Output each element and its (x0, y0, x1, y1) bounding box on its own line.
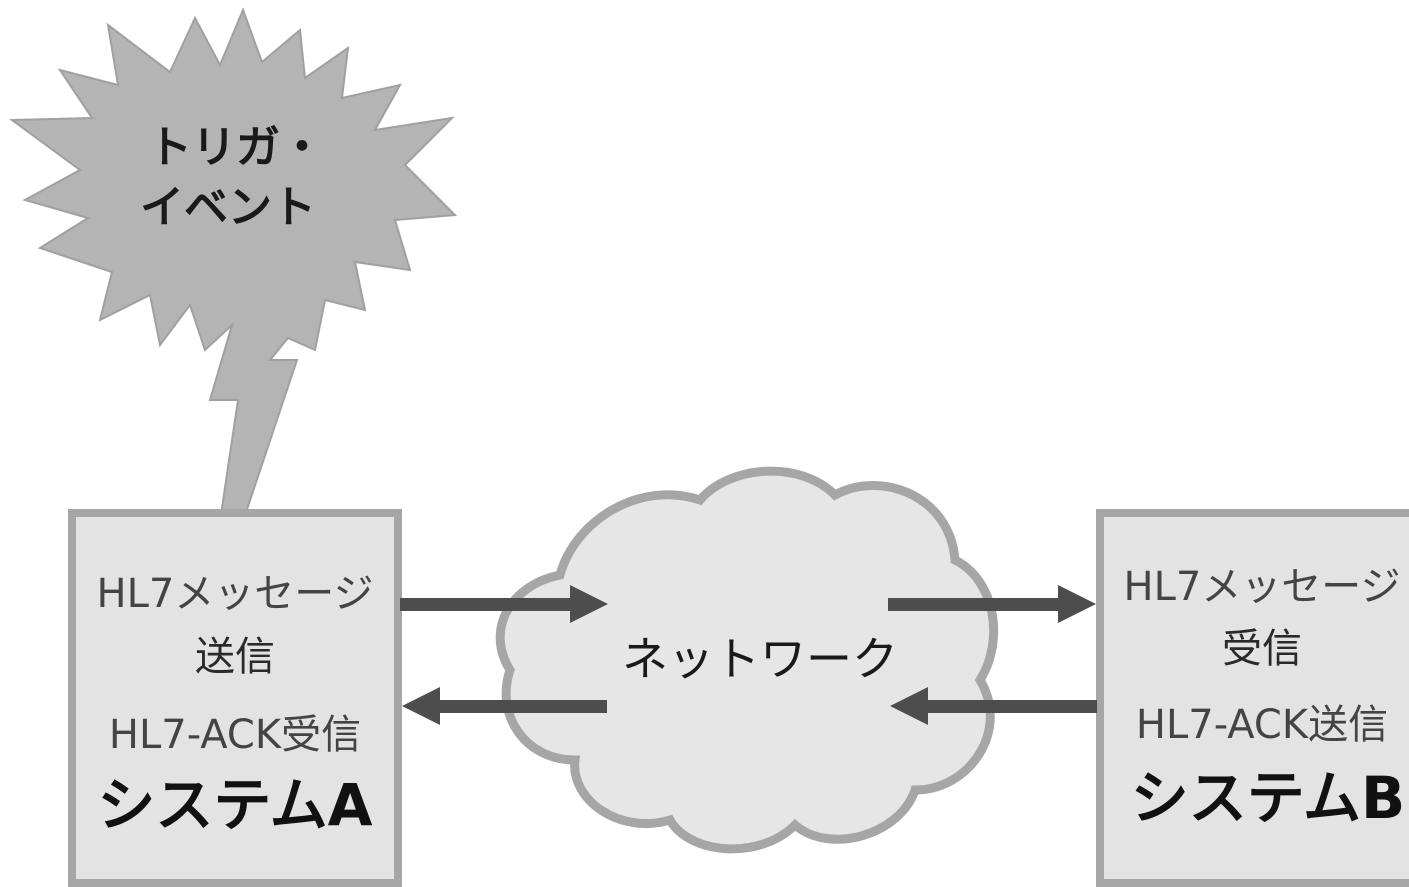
system-b-receive-line1: HL7メッセージ (1123, 564, 1400, 610)
cloud-shape (495, 466, 999, 854)
system-a-ack-label: HL7-ACK受信 (109, 712, 361, 758)
arrow-a-to-network (400, 585, 608, 623)
network-cloud: ネットワーク (495, 466, 999, 854)
trigger-label-line1: トリガ・ (148, 122, 324, 173)
system-b-name: システムB (1131, 764, 1405, 832)
system-b-box: HL7メッセージ 受信 HL7-ACK送信 システムB (1096, 509, 1409, 887)
burst-shape (9, 7, 458, 562)
arrows (400, 585, 1097, 725)
trigger-event-burst: トリガ・ イベント (9, 7, 458, 562)
system-b-receive-line2: 受信 (1222, 626, 1302, 672)
trigger-label-line2: イベント (140, 182, 316, 233)
system-a-name: システムA (97, 771, 372, 839)
network-label: ネットワーク (622, 632, 898, 686)
system-b-ack-label: HL7-ACK送信 (1136, 702, 1388, 748)
system-a-box: HL7メッセージ 送信 HL7-ACK受信 システムA (68, 509, 402, 887)
system-a-send-line2: 送信 (195, 634, 275, 680)
arrow-b-to-network (890, 687, 1097, 725)
arrow-network-to-a (402, 687, 607, 725)
arrow-network-to-b (888, 585, 1096, 623)
system-b-frame (1096, 509, 1409, 887)
system-a-frame (68, 509, 402, 887)
system-a-send-line1: HL7メッセージ (96, 571, 373, 617)
